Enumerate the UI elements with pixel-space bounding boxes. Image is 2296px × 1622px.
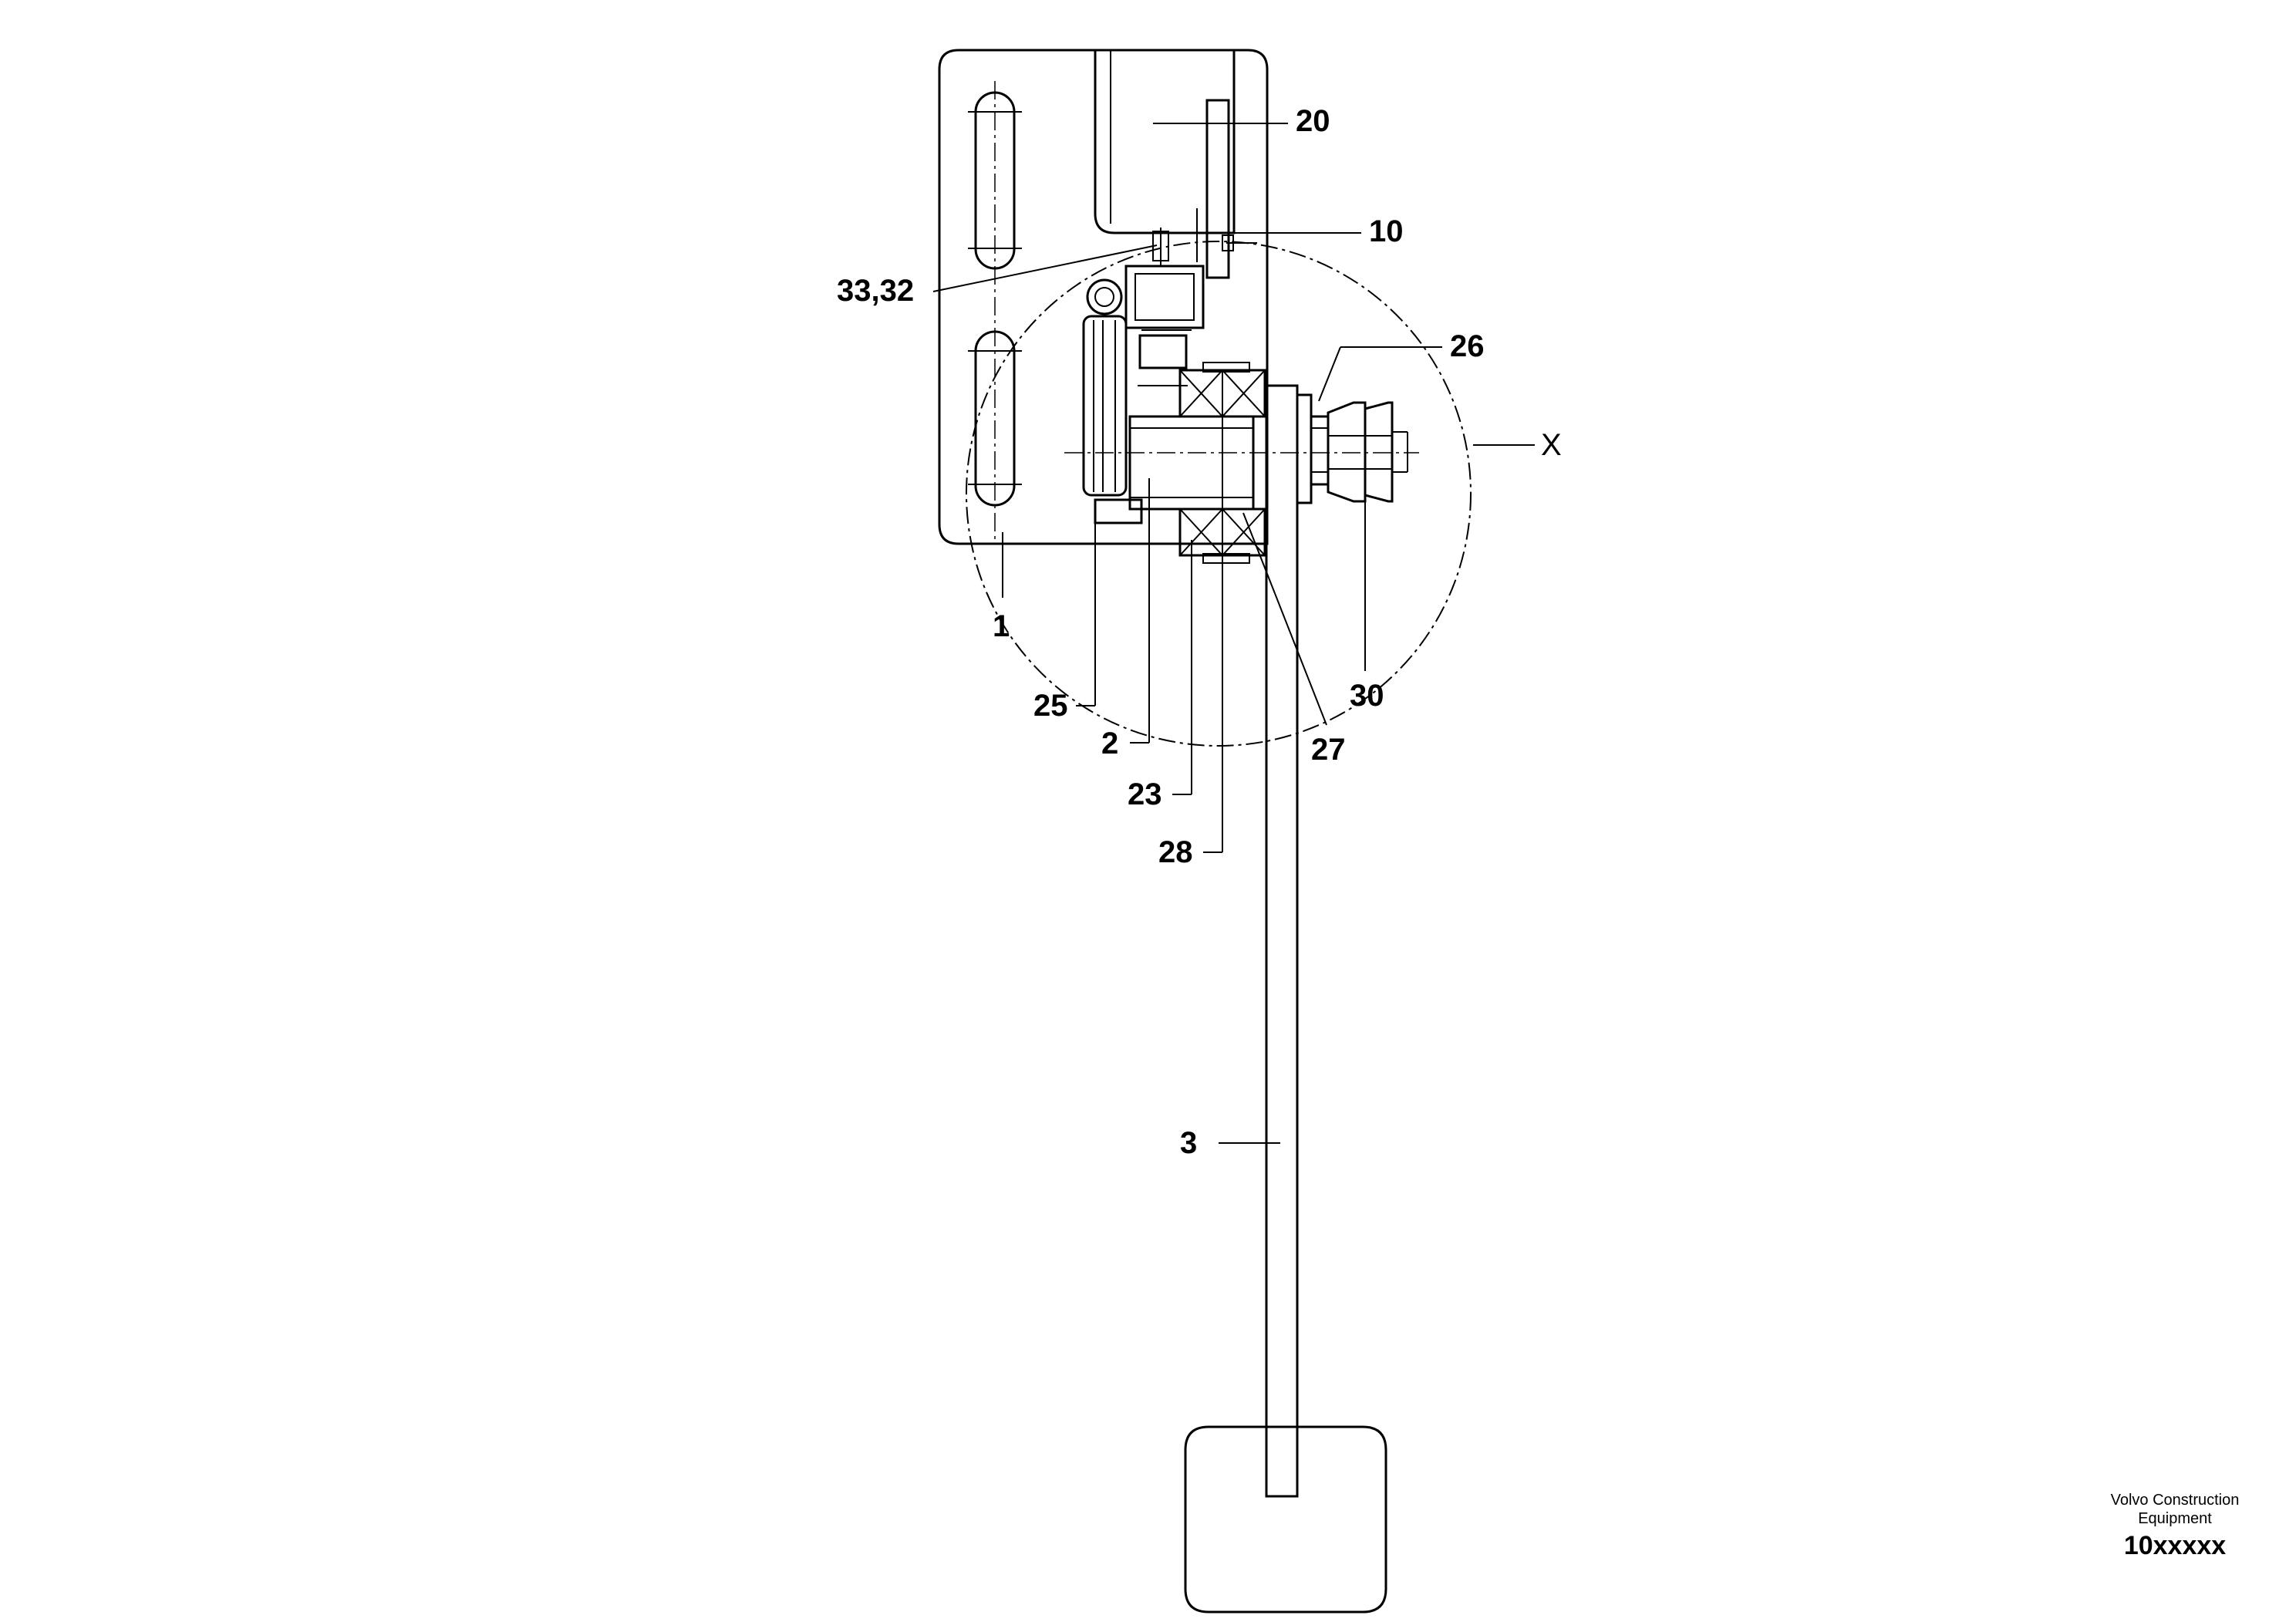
pivot-shaft	[1094, 415, 1255, 524]
callout-1: 1	[993, 609, 1010, 643]
callout-2: 2	[1101, 727, 1118, 760]
sensor-block	[1094, 49, 1257, 279]
publisher-line-2: Equipment	[2138, 1510, 2212, 1527]
washer-spacer	[1296, 393, 1330, 504]
callout-x: X	[1541, 428, 1562, 462]
leader-lines	[932, 123, 1535, 1144]
callout-20: 20	[1296, 104, 1330, 138]
pedal-arm	[1265, 384, 1299, 1498]
callout-3: 3	[1180, 1126, 1197, 1160]
callout-25: 25	[1033, 689, 1068, 723]
publisher-line-1: Volvo Construction	[2110, 1492, 2240, 1509]
callout-26: 26	[1450, 329, 1485, 363]
callout-33-32: 33,32	[837, 274, 914, 308]
detail-circle-x	[966, 241, 1472, 747]
callout-30: 30	[1350, 679, 1384, 713]
mounting-plate	[938, 49, 1269, 545]
drawing-number: 10xxxxx	[2123, 1531, 2227, 1560]
pedal-pad	[1184, 1425, 1387, 1614]
callout-23: 23	[1128, 777, 1162, 811]
publisher-label: Volvo Construction Equipment	[2082, 1491, 2267, 1528]
return-spring	[1082, 278, 1128, 497]
callout-28: 28	[1158, 835, 1193, 869]
callout-10: 10	[1369, 214, 1404, 248]
callout-27: 27	[1311, 733, 1346, 767]
bracket-assembly	[1124, 228, 1205, 386]
lock-nuts	[1327, 401, 1408, 503]
